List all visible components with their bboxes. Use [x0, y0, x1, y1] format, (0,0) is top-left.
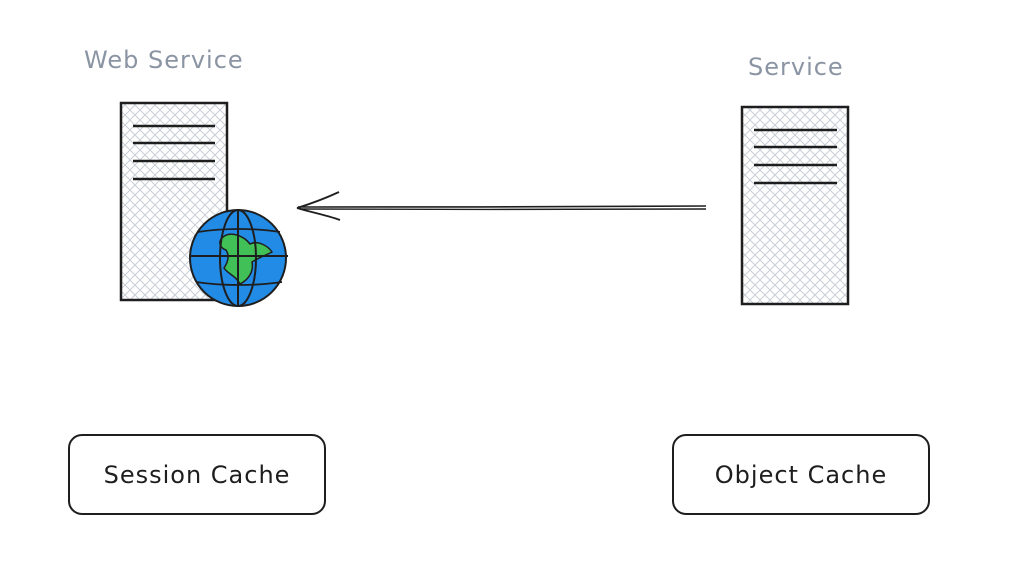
object-cache-label: Object Cache [714, 460, 888, 489]
service-label: Service [748, 53, 844, 81]
arrow-left-icon [296, 191, 707, 221]
web-service-server-icon [119, 101, 229, 302]
web-service-label: Web Service [84, 46, 244, 74]
session-cache-label: Session Cache [103, 460, 291, 489]
globe-icon [189, 209, 288, 307]
service-server-icon [740, 105, 850, 306]
object-cache-box: Object Cache [672, 434, 930, 515]
session-cache-box: Session Cache [68, 434, 326, 515]
